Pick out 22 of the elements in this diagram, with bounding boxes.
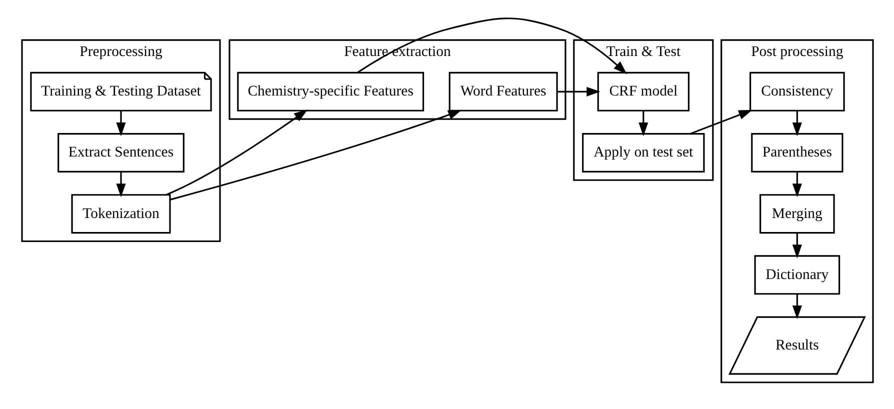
arrow xyxy=(689,110,752,135)
arrow xyxy=(792,232,802,258)
node-box: Consistency xyxy=(749,72,844,112)
node-box: Parentheses xyxy=(750,133,843,172)
arrow xyxy=(356,18,627,74)
arrow xyxy=(638,110,648,136)
node-box: Dictionary xyxy=(754,255,840,295)
arrow xyxy=(792,110,802,136)
node-box: Apply on test set xyxy=(582,133,704,172)
node-box: Extract Sentences xyxy=(57,133,184,172)
node-box: Word Features xyxy=(448,72,558,112)
arrow xyxy=(165,109,308,196)
arrow xyxy=(116,172,126,198)
arrow xyxy=(792,294,802,320)
arrow xyxy=(116,110,126,136)
node-box: Chemistry-specific Features xyxy=(236,72,424,112)
node-box: Merging xyxy=(759,194,834,234)
node-box: Tokenization xyxy=(70,194,170,234)
arrow xyxy=(169,110,462,200)
arrow xyxy=(792,172,802,198)
node-box: CRF model xyxy=(596,72,689,112)
arrow xyxy=(556,86,600,96)
